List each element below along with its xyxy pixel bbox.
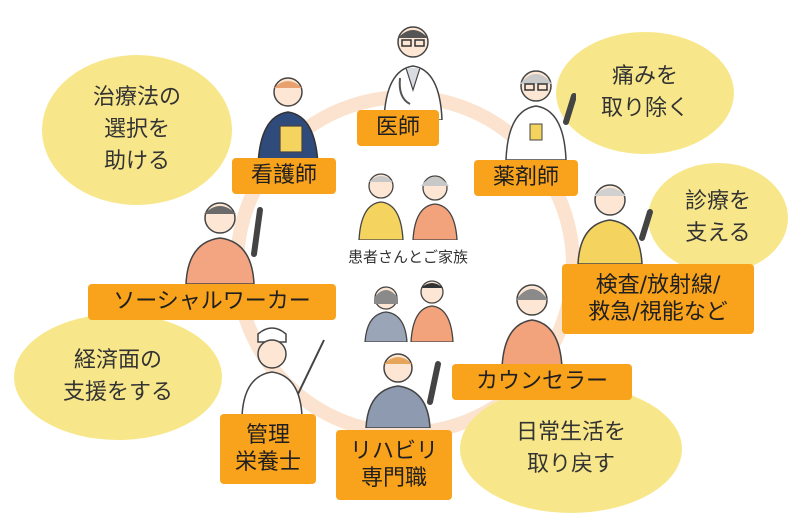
technician-illustration <box>577 184 653 264</box>
role-social-worker: ソーシャルワーカー <box>88 284 336 320</box>
family-man <box>410 280 454 342</box>
role-tech-radiology-emergency: 検査/放射線/ 救急/視能など <box>562 264 754 334</box>
role-nurse: 看護師 <box>232 158 336 194</box>
bubble-treatment-choice: 治療法の 選択を 助ける <box>42 55 232 205</box>
patient-family-label: 患者さんとご家族 <box>347 248 468 266</box>
family-woman <box>364 286 408 342</box>
patient-elderly-woman <box>412 175 458 240</box>
doctor-illustration <box>383 26 443 120</box>
social-worker-illustration <box>185 202 263 284</box>
dietitian-illustration <box>241 327 325 416</box>
rehab-illustration <box>365 353 441 428</box>
counselor-illustration <box>501 284 563 368</box>
bubble-daily-life: 日常生活を 取り戻す <box>460 385 682 513</box>
bubble-pain-relief: 痛みを 取り除く <box>556 32 734 154</box>
nurse-illustration <box>257 77 319 166</box>
role-counselor: カウンセラー <box>452 364 632 400</box>
role-doctor: 医師 <box>357 110 439 146</box>
patient-elderly-man <box>358 173 404 240</box>
role-rehabilitation: リハビリ 専門職 <box>336 430 452 500</box>
role-pharmacist: 薬剤師 <box>474 160 578 196</box>
bubble-support-diagnosis: 診療を 支える <box>648 163 788 273</box>
role-dietitian: 管理 栄養士 <box>220 414 316 484</box>
pharmacist-illustration <box>505 70 576 160</box>
bubble-economic-support: 経済面の 支援をする <box>14 314 222 440</box>
